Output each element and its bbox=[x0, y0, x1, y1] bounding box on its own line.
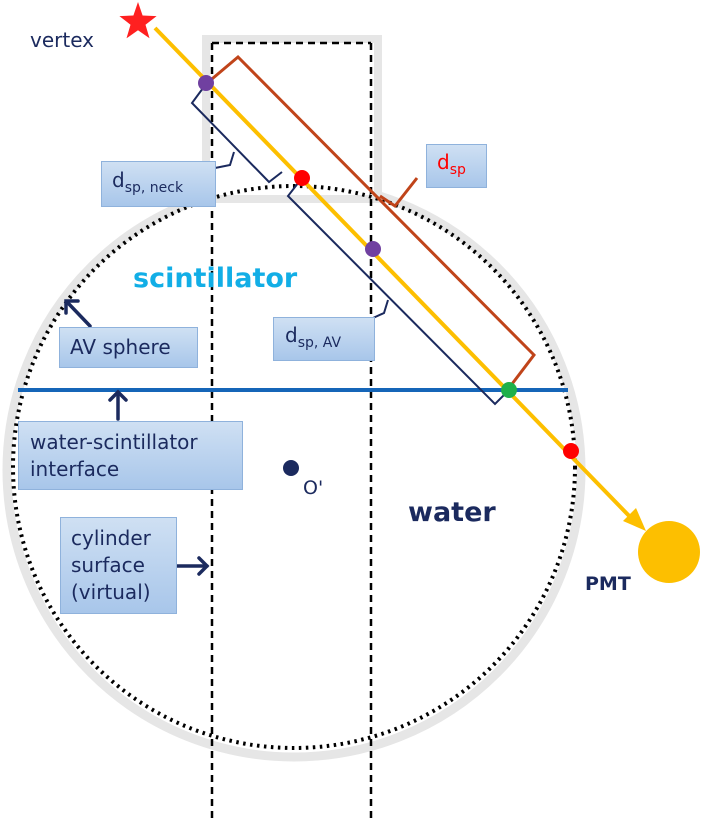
track-arrowhead bbox=[623, 508, 646, 531]
track-line bbox=[153, 26, 638, 525]
green-point bbox=[501, 382, 517, 398]
neck-main: d bbox=[112, 168, 125, 192]
purple-point-mid bbox=[365, 241, 381, 257]
red-point-neck bbox=[294, 170, 310, 186]
star-icon bbox=[119, 2, 157, 39]
interface-label-box: water-scintillator interface bbox=[18, 421, 243, 490]
red-point-exit bbox=[563, 443, 579, 459]
dsp-label-box: dsp bbox=[426, 144, 487, 188]
neck-bracket bbox=[190, 83, 283, 184]
cylinder-text-1: cylinder bbox=[71, 526, 151, 550]
scintillator-label: scintillator bbox=[133, 263, 298, 294]
cylinder-text-2: surface bbox=[71, 553, 145, 577]
av-sphere-circle bbox=[11, 184, 577, 750]
pmt-circle bbox=[638, 521, 700, 583]
water-label: water bbox=[408, 497, 496, 528]
origin-label: O' bbox=[303, 477, 324, 499]
dsp-bracket bbox=[205, 54, 536, 385]
interface-text-2: interface bbox=[30, 457, 120, 481]
av-main: d bbox=[285, 323, 298, 347]
av-sub: sp, AV bbox=[297, 335, 342, 351]
cylinder-text-3: (virtual) bbox=[71, 580, 151, 604]
pmt-label: PMT bbox=[585, 573, 631, 595]
av-sphere-label-box: AV sphere bbox=[59, 327, 198, 368]
dsp-av-label-box: dsp, AV bbox=[273, 317, 375, 361]
purple-point-top bbox=[198, 75, 214, 91]
dsp-neck-label-box: dsp, neck bbox=[101, 161, 216, 207]
av-bracket bbox=[286, 177, 510, 406]
vertex-label: vertex bbox=[30, 28, 94, 52]
origin-dot bbox=[283, 460, 299, 476]
arrow-icon bbox=[64, 299, 210, 576]
dsp-main: d bbox=[437, 150, 450, 174]
interface-text-1: water-scintillator bbox=[30, 430, 198, 454]
dsp-sub: sp bbox=[449, 162, 466, 178]
neck-sub: sp, neck bbox=[124, 180, 184, 196]
av-sphere-text: AV sphere bbox=[70, 335, 171, 359]
cylinder-label-box: cylinder surface (virtual) bbox=[60, 517, 177, 614]
